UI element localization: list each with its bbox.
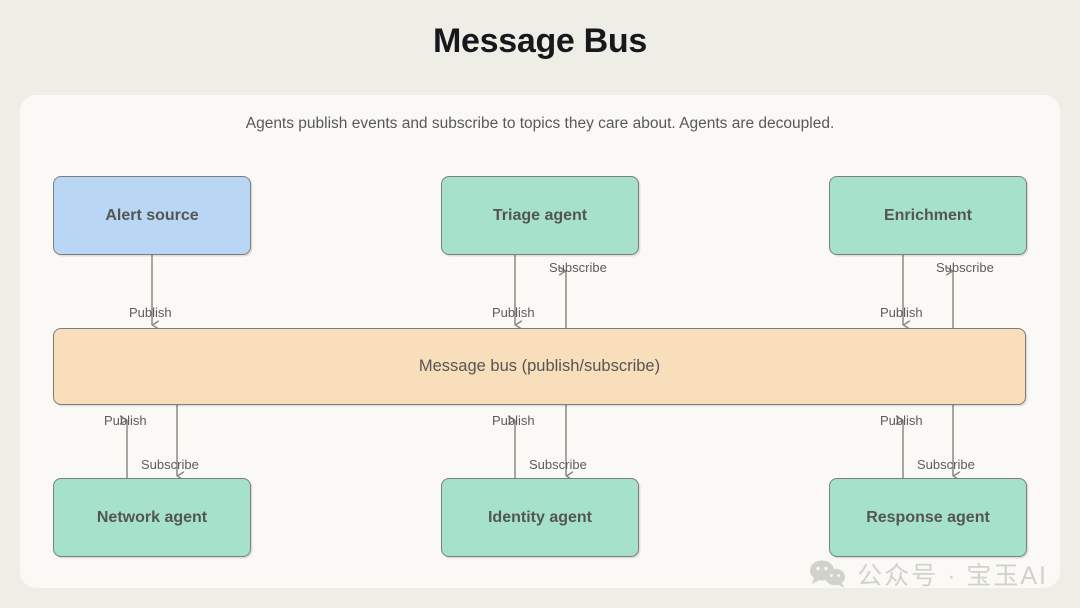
node-enrichment[interactable]: Enrichment <box>829 176 1027 255</box>
node-identity-agent[interactable]: Identity agent <box>441 478 639 557</box>
edge-label-publish-alert-source: Publish <box>129 305 172 320</box>
edge-label-subscribe-enrichment: Subscribe <box>936 260 994 275</box>
node-label: Response agent <box>866 508 990 526</box>
edge-label-publish-triage-agent: Publish <box>492 305 535 320</box>
edge-label-subscribe-network-agent: Subscribe <box>141 457 199 472</box>
edge-label-subscribe-triage-agent: Subscribe <box>549 260 607 275</box>
node-label: Triage agent <box>492 206 588 224</box>
node-label: Enrichment <box>883 206 972 224</box>
edge-label-publish-enrichment: Publish <box>880 305 923 320</box>
message-bus[interactable]: Message bus (publish/subscribe) <box>53 328 1026 405</box>
edge-label-subscribe-identity-agent: Subscribe <box>529 457 587 472</box>
node-triage-agent[interactable]: Triage agent <box>441 176 639 255</box>
edge-label-subscribe-response-agent: Subscribe <box>917 457 975 472</box>
edge-label-publish-identity-agent: Publish <box>492 413 535 428</box>
page-title: Message Bus <box>432 22 647 60</box>
node-response-agent[interactable]: Response agent <box>829 478 1027 557</box>
message-bus-label: Message bus (publish/subscribe) <box>418 357 661 375</box>
node-network-agent[interactable]: Network agent <box>53 478 251 557</box>
node-label: Network agent <box>96 508 208 526</box>
node-label: Alert source <box>105 206 199 224</box>
edge-label-publish-network-agent: Publish <box>104 413 147 428</box>
node-label: Identity agent <box>487 508 592 526</box>
edge-label-publish-response-agent: Publish <box>880 413 923 428</box>
diagram-connectors <box>20 255 1060 588</box>
diagram-subtitle: Agents publish events and subscribe to t… <box>245 115 835 132</box>
node-alert-source[interactable]: Alert source <box>53 176 251 255</box>
diagram-card: Agents publish events and subscribe to t… <box>20 95 1060 588</box>
diagram-canvas: Alert source Triage agent Enrichment Mes… <box>20 95 1060 588</box>
